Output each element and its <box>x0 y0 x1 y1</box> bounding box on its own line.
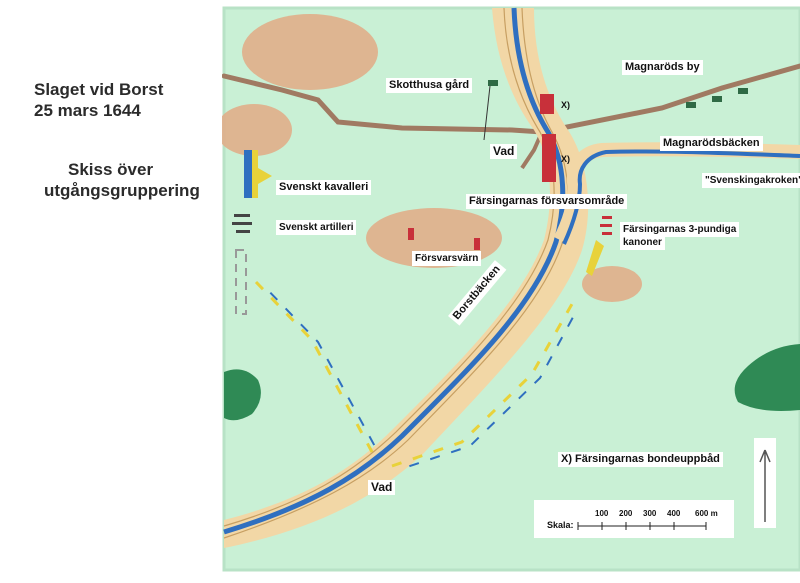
battle-map: Skotthusa gård Magnaröds by Magnarödsbäc… <box>222 0 800 583</box>
scale-label: Skala: <box>547 520 574 530</box>
cavalry-arrow <box>258 168 272 184</box>
borstbacken-stream <box>223 7 566 535</box>
label-vad-top: Vad <box>490 144 518 159</box>
map-subtitle-line2: utgångsgruppering <box>44 181 200 200</box>
scale-tick-600: 600 m <box>695 509 718 518</box>
map-canvas <box>222 6 800 572</box>
map-title-line1: Slaget vid Borst <box>34 80 164 99</box>
label-kanoner-line2: kanoner <box>620 235 665 250</box>
hill-west <box>222 104 292 156</box>
label-forsvarsvarn: Försvarsvärn <box>412 251 482 266</box>
label-bondeuppbad: X) Färsingarnas bondeuppbåd <box>558 452 723 467</box>
map-title-line2: 25 mars 1644 <box>34 101 141 120</box>
map-subtitle-line1: Skiss över <box>68 160 154 179</box>
scale-tick-300: 300 <box>643 509 657 518</box>
magnarod-building-2 <box>712 96 722 102</box>
hill-east <box>582 266 642 302</box>
peasant-unit-south <box>542 134 556 182</box>
magnarod-building-3 <box>738 88 748 94</box>
scale-box <box>534 500 734 538</box>
peasant-unit-north <box>540 94 554 114</box>
danish-line <box>586 240 604 276</box>
label-x-top: X) <box>561 100 570 110</box>
artillery-reserve <box>235 249 247 315</box>
label-svenskt-artilleri: Svenskt artilleri <box>276 220 357 235</box>
scale-bar <box>577 522 707 530</box>
title-panel: Slaget vid Borst 25 mars 1644 Skiss över… <box>0 0 222 583</box>
swedish-route-yellow <box>254 280 374 453</box>
danish-route-blue <box>397 307 579 471</box>
label-svenskingakroken: "Svenskingakroken" <box>702 173 800 188</box>
forest-east <box>734 344 800 411</box>
swedish-artillery-unit <box>232 214 252 233</box>
north-arrow <box>754 438 776 528</box>
road-main <box>222 63 800 135</box>
label-forsvarsomrade: Färsingarnas försvarsområde <box>466 194 628 209</box>
label-kanoner-line1: Färsingarnas 3-pundiga <box>620 222 740 237</box>
skotthusa-building <box>488 80 498 86</box>
swedish-route-blue <box>261 283 379 453</box>
hill-northwest <box>242 14 378 90</box>
label-magnarodsbacken: Magnarödsbäcken <box>660 136 763 151</box>
danish-cannons <box>600 216 612 235</box>
label-magnarods-by: Magnaröds by <box>622 60 703 75</box>
forsvarsvarn-unit-1 <box>408 228 414 240</box>
label-vad-bottom: Vad <box>368 480 396 495</box>
magnarod-building-1 <box>686 102 696 108</box>
scale-tick-100: 100 <box>595 509 609 518</box>
scale-tick-200: 200 <box>619 509 633 518</box>
label-svenskt-kavalleri: Svenskt kavalleri <box>276 180 372 195</box>
label-x-mid: X) <box>561 154 570 164</box>
stream-bank <box>224 8 589 548</box>
swedish-cavalry-unit <box>244 150 252 198</box>
scale-tick-400: 400 <box>667 509 681 518</box>
forest-west <box>224 369 261 421</box>
forsvarsvarn-unit-2 <box>474 238 480 250</box>
label-skotthusa: Skotthusa gård <box>386 78 473 93</box>
